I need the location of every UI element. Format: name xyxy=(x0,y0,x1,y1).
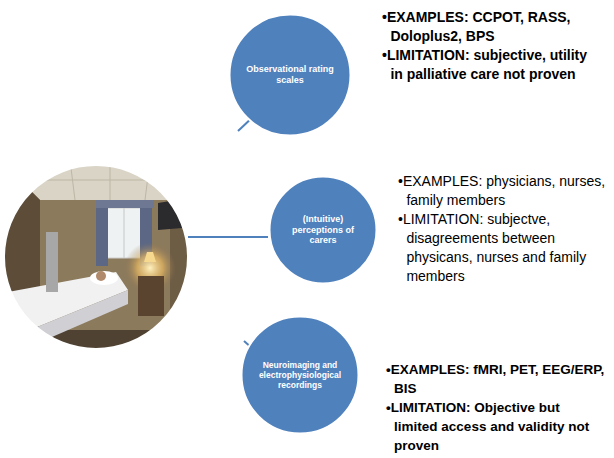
floor xyxy=(0,330,200,360)
valance xyxy=(96,200,154,208)
topic-circle: Neuroimaging and electrophysiological re… xyxy=(240,315,360,435)
bullet-text: •LIMITATION: subjectve, disagreements be… xyxy=(398,210,606,286)
circle-text-area: Observational rating scales xyxy=(244,13,336,137)
bed-side xyxy=(20,290,128,350)
pillow xyxy=(90,271,118,285)
bullet-text: •EXAMPLES: CCPOT, RASS, Doloplus2, BPS xyxy=(382,8,602,46)
circle-fill xyxy=(242,317,359,434)
bullet-text: •EXAMPLES: fMRI, PET, EEG/ERP, BIS xyxy=(386,360,606,398)
topic-circle: (Intuitive) perceptions of carers xyxy=(268,175,378,285)
photo-frame xyxy=(4,165,188,349)
nightstand xyxy=(138,276,164,316)
curtain xyxy=(96,204,108,266)
circle-title: (Intuitive) perceptions of carers xyxy=(281,214,365,246)
leader-line xyxy=(188,236,268,238)
window-bar xyxy=(124,208,125,258)
circle-fill xyxy=(230,15,351,136)
bullet-text: •LIMITATION: Objective but limited acces… xyxy=(386,398,606,455)
topic-circle: Observational rating scales xyxy=(228,13,352,137)
room-photo xyxy=(0,160,200,360)
circle-text-area: Neuroimaging and electrophysiological re… xyxy=(248,315,352,435)
bullet-text: •LIMITATION: subjective, utility in pall… xyxy=(382,46,602,84)
circle-text-area: (Intuitive) perceptions of carers xyxy=(281,175,365,285)
circle-title: Neuroimaging and electrophysiological re… xyxy=(248,360,352,391)
patient-head xyxy=(96,271,106,281)
lamp-shade xyxy=(144,252,156,262)
circle-fill xyxy=(270,177,377,284)
circle-title: Observational rating scales xyxy=(244,64,336,86)
iv-pole xyxy=(46,232,58,292)
wall xyxy=(0,160,200,360)
bullet-text: •EXAMPLES: physicians, nurses, family me… xyxy=(398,172,606,210)
